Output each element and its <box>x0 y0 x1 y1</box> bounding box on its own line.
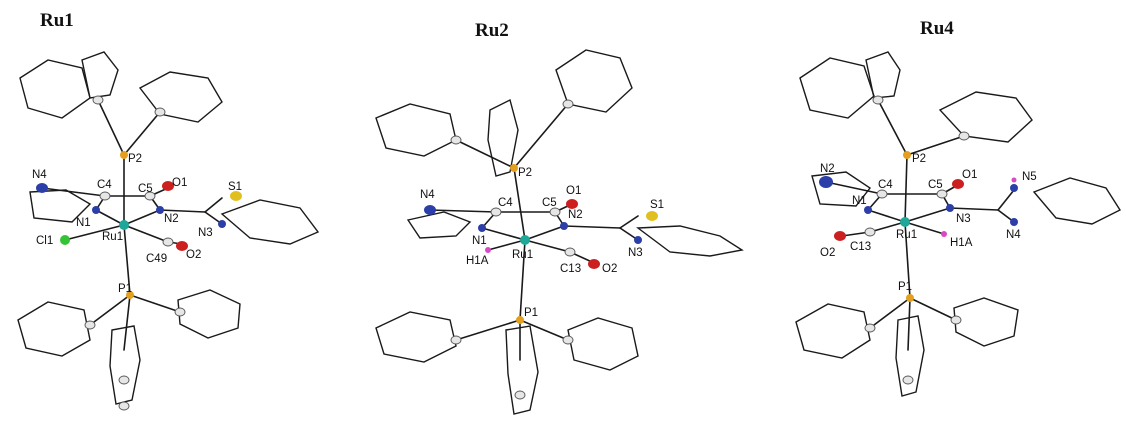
label-c4: C4 <box>498 197 513 209</box>
atom-o1 <box>952 179 964 189</box>
molecule-ru4: P2 N2 C4 C5 O1 N5 N1 N3 O2 C13 Ru1 H1A N… <box>795 51 1122 397</box>
atom-labels: N4 C4 C5 O1 S1 N1 N2 N3 Cl1 Ru1 C49 O2 P… <box>32 153 242 295</box>
panel-title: Ru4 <box>920 18 954 39</box>
atom-p2 <box>120 151 128 159</box>
atom-n5 <box>1010 184 1018 192</box>
atom-n3 <box>946 204 954 212</box>
atom-o1 <box>566 199 578 209</box>
label-s1: S1 <box>228 181 242 193</box>
atom-n2 <box>819 176 833 188</box>
label-h1a: H1A <box>950 237 973 249</box>
atom-n1 <box>864 206 872 214</box>
atom-n4 <box>1010 218 1018 226</box>
panel-ru4: Ru4 <box>770 0 1126 428</box>
molecule-ru1: N4 C4 C5 O1 S1 N1 N2 N3 Cl1 Ru1 C49 O2 P… <box>17 51 320 411</box>
label-n4: N4 <box>1006 229 1021 241</box>
label-c49: C49 <box>146 253 167 265</box>
atom-n1 <box>478 224 486 232</box>
atom-n2 <box>560 222 568 230</box>
atom-p1 <box>516 316 524 324</box>
phenyl-rings <box>795 51 1122 397</box>
bonds <box>825 99 1015 351</box>
panel-title: Ru1 <box>40 10 74 31</box>
atom-o2 <box>588 259 600 269</box>
label-p2: P2 <box>518 167 532 179</box>
label-n4: N4 <box>420 189 435 201</box>
label-n4: N4 <box>32 169 47 181</box>
atom-p2 <box>510 164 518 172</box>
label-ru1: Ru1 <box>512 249 533 261</box>
atom-o2 <box>176 241 188 251</box>
atom-n4 <box>424 205 436 215</box>
atom-n4 <box>36 183 48 193</box>
atom-s1 <box>230 191 242 201</box>
label-c5: C5 <box>138 183 153 195</box>
label-p1: P1 <box>524 307 538 319</box>
label-o1: O1 <box>172 177 187 189</box>
atom-labels: P2 N2 C4 C5 O1 N5 N1 N3 O2 C13 Ru1 H1A N… <box>820 153 1037 293</box>
label-c4: C4 <box>878 179 893 191</box>
atom-o2 <box>834 231 846 241</box>
label-n1: N1 <box>76 217 91 229</box>
label-c13: C13 <box>560 263 581 275</box>
bonds <box>429 103 639 361</box>
molecule-ru2: P2 N4 C4 C5 O1 N2 S1 N1 H1A Ru1 C13 O2 N… <box>375 49 744 415</box>
label-h1a: H1A <box>466 255 489 267</box>
label-p2: P2 <box>128 153 142 165</box>
atom-ru <box>900 217 910 227</box>
label-o2: O2 <box>820 247 835 259</box>
label-p2: P2 <box>912 153 926 165</box>
atom-h1a <box>485 247 491 253</box>
label-p1: P1 <box>118 283 132 295</box>
label-c5: C5 <box>928 179 943 191</box>
atoms <box>424 99 658 400</box>
label-o1: O1 <box>566 185 581 197</box>
atom-n3 <box>634 236 642 244</box>
label-n3: N3 <box>956 213 971 225</box>
label-c4: C4 <box>97 179 112 191</box>
label-n1: N1 <box>852 195 867 207</box>
label-n2: N2 <box>820 163 835 175</box>
phenyl-rings <box>17 51 320 405</box>
panel-ru1: Ru1 <box>0 0 370 428</box>
label-c13: C13 <box>850 241 871 253</box>
atom-ru <box>119 220 129 230</box>
atom-p1 <box>906 294 914 302</box>
atoms <box>819 95 1018 385</box>
label-n2: N2 <box>568 209 583 221</box>
bonds <box>41 99 223 351</box>
atom-cl1 <box>60 235 70 245</box>
label-s1: S1 <box>650 199 664 211</box>
atom-h-n5 <box>1011 177 1017 183</box>
label-o2: O2 <box>602 263 617 275</box>
atom-labels: P2 N4 C4 C5 O1 N2 S1 N1 H1A Ru1 C13 O2 N… <box>420 167 664 319</box>
atom-n3 <box>218 220 226 228</box>
label-ru1: Ru1 <box>102 231 123 243</box>
label-n3: N3 <box>198 227 213 239</box>
label-o1: O1 <box>962 169 977 181</box>
atom-p1 <box>126 291 134 299</box>
atom-ru <box>520 235 530 245</box>
atom-o1 <box>162 181 174 191</box>
label-ru1: Ru1 <box>896 229 917 241</box>
label-n2: N2 <box>164 213 179 225</box>
atom-h1a <box>941 231 947 237</box>
panel-title: Ru2 <box>475 20 509 41</box>
phenyl-rings <box>375 49 744 415</box>
label-n1: N1 <box>472 235 487 247</box>
label-o2: O2 <box>186 249 201 261</box>
label-n3: N3 <box>628 247 643 259</box>
atom-s1 <box>646 211 658 221</box>
atom-n1 <box>92 206 100 214</box>
label-n5: N5 <box>1022 171 1037 183</box>
atom-n2 <box>156 206 164 214</box>
atom-p2 <box>903 151 911 159</box>
panel-ru2: Ru2 <box>370 0 770 428</box>
label-cl1: Cl1 <box>36 235 53 247</box>
atoms <box>36 95 242 411</box>
label-c5: C5 <box>542 197 557 209</box>
label-p1: P1 <box>898 281 912 293</box>
